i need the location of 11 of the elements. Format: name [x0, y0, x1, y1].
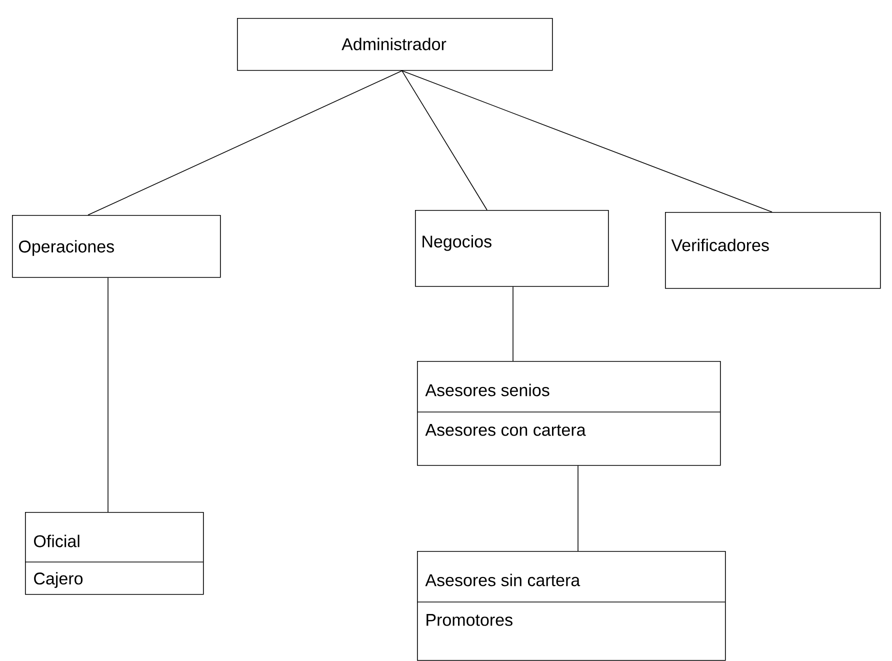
connector-line	[402, 70, 488, 210]
connector-line	[88, 70, 402, 216]
connector-line	[402, 70, 772, 212]
org-box: Asesores senios Asesores con cartera	[416, 361, 721, 466]
org-box: Negocios	[415, 210, 609, 287]
org-box: Operaciones	[12, 215, 221, 278]
org-box: Asesores sin cartera Promotores	[416, 551, 726, 661]
org-box: Administrador	[237, 18, 553, 71]
org-box: Oficial Cajero	[24, 512, 204, 595]
connector-line	[512, 286, 514, 362]
org-box: Verificadores	[665, 212, 881, 289]
